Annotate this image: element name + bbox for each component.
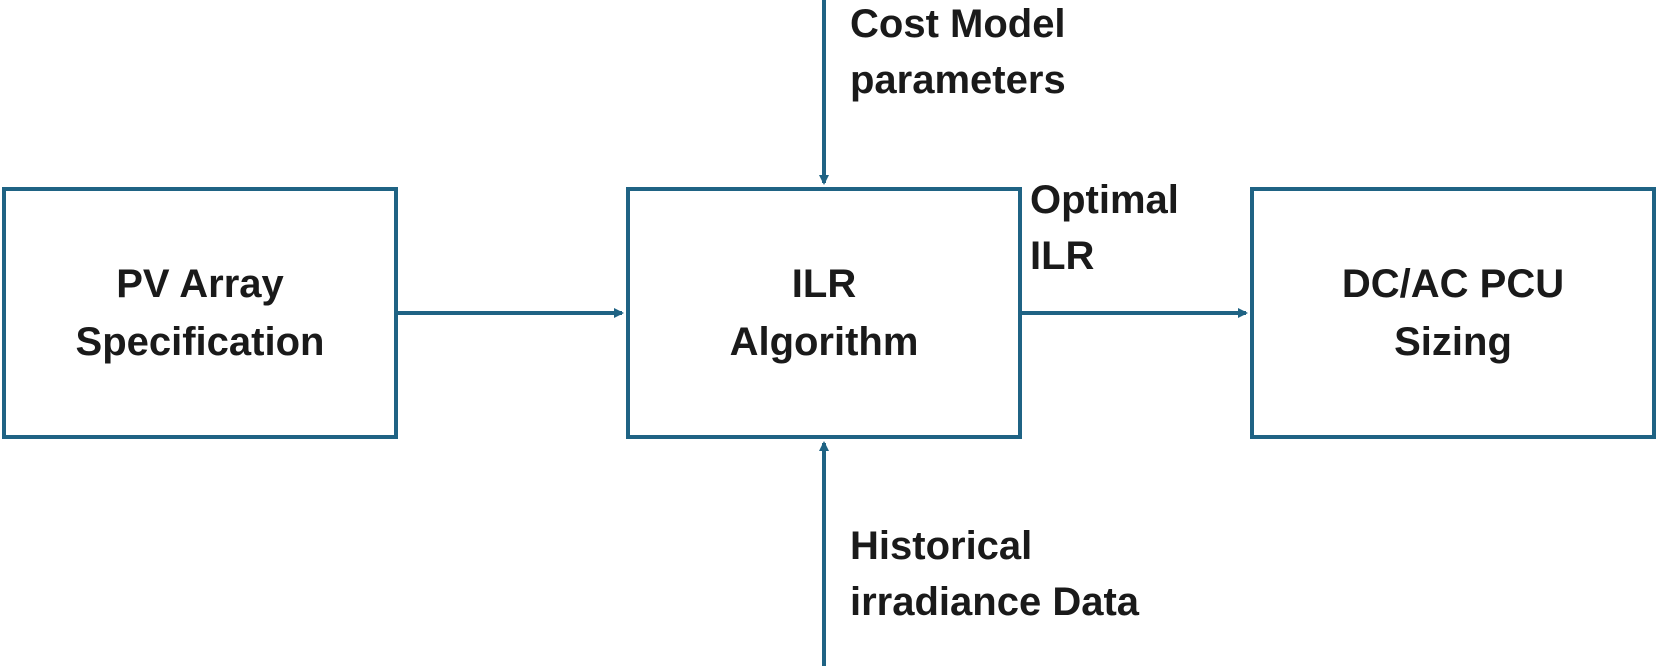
optimal-ilr-line1: Optimal	[1030, 178, 1179, 222]
historical-irradiance-label: Historical irradiance Data	[850, 518, 1139, 630]
dc-ac-pcu-line1: DC/AC PCU	[1341, 262, 1565, 306]
pv-array-line2: Specification	[75, 320, 325, 364]
dc-ac-pcu-line2: Sizing	[1394, 320, 1512, 364]
optimal-ilr-label: Optimal ILR	[1030, 172, 1179, 284]
optimal-ilr-line2: ILR	[1030, 234, 1095, 278]
pv-array-block: PV Array Specification	[2, 187, 398, 439]
historical-line2: irradiance Data	[850, 580, 1140, 624]
cost-model-label: Cost Model parameters	[850, 0, 1066, 108]
cost-model-line1: Cost Model	[850, 2, 1066, 46]
historical-line1: Historical	[850, 524, 1033, 568]
ilr-algorithm-line2: Algorithm	[729, 320, 919, 364]
ilr-algorithm-line1: ILR	[791, 262, 857, 306]
cost-model-line2: parameters	[850, 58, 1066, 102]
ilr-algorithm-block: ILR Algorithm	[626, 187, 1022, 439]
dc-ac-pcu-block: DC/AC PCU Sizing	[1250, 187, 1656, 439]
pv-array-line1: PV Array	[116, 262, 284, 306]
